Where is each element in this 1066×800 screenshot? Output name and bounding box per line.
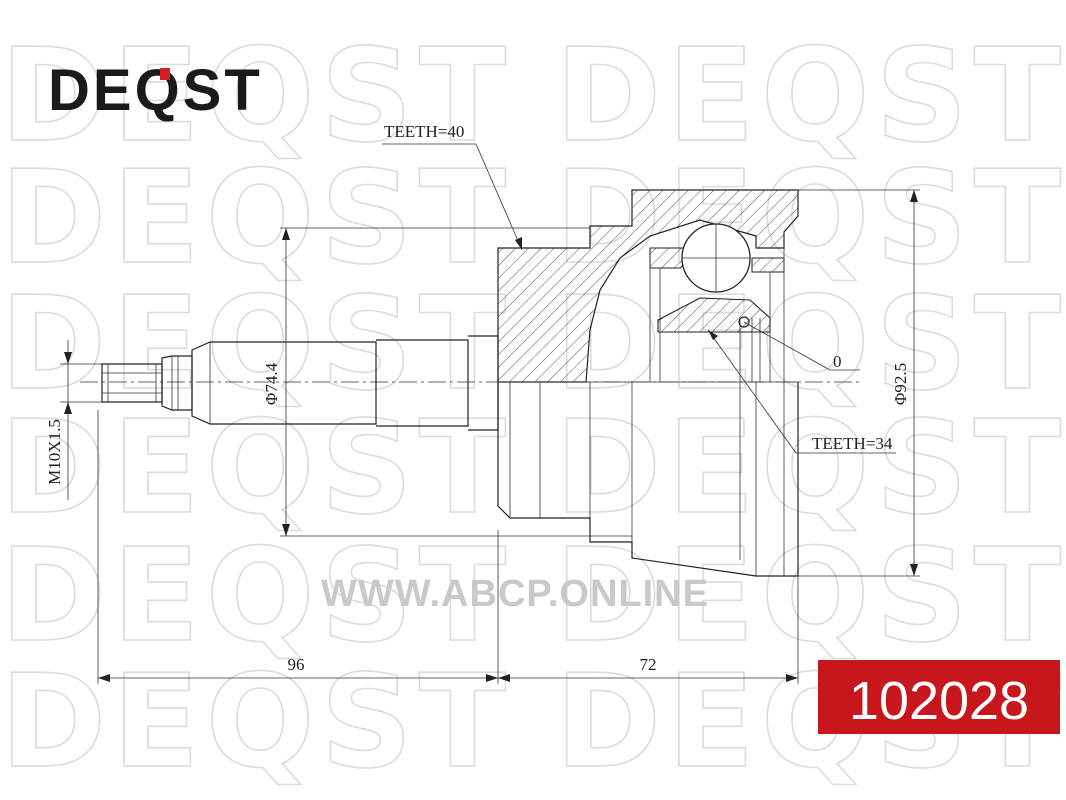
watermark-text: DEQST [555,270,1066,419]
watermark-layer: DEQST DEQST DEQST DEQST DEQST DEQST DEQS… [0,21,1066,798]
brand-logo-text: DEQST [48,58,263,123]
watermark-text: DEQST [555,394,1066,543]
teeth-inner-label: TEETH=34 [812,434,893,453]
cage-section [751,257,785,273]
teeth-outer-label: TEETH=40 [384,122,464,141]
brand-logo: DEQST [48,58,263,123]
cv-joint-drawing: Φ74.4 Φ92.5 M10X1.5 96 72 TEETH=40 [45,122,920,684]
watermark-text: DEQST [0,144,512,293]
shaft-spline [376,339,469,427]
part-number: 102028 [849,671,1029,731]
zero-mark-label: 0 [833,352,842,371]
watermark-text: DEQST [555,522,1066,671]
brand-accent-mark [160,68,170,80]
outer-diameter-label: Φ92.5 [891,363,910,405]
inner-diameter-label: Φ74.4 [262,362,281,405]
housing-lower [497,382,799,577]
watermark-text: DEQST [0,394,512,543]
shaft-length-label: 96 [288,655,305,674]
website-label: WWW.ABCP.ONLINE [321,573,709,615]
part-number-background [818,660,1060,734]
housing-section-upper [497,189,799,383]
body-length-label: 72 [640,655,657,674]
part-number-badge: 102028 [818,660,1060,734]
watermark-text: DEQST [0,270,512,419]
watermark-text: DEQST [0,648,512,797]
thread-label: M10X1.5 [45,419,64,485]
watermark-text: DEQST [555,22,1066,171]
watermark-text: DEQST [0,522,512,671]
watermark-text: DEQST [0,22,512,171]
circlip [738,316,750,328]
